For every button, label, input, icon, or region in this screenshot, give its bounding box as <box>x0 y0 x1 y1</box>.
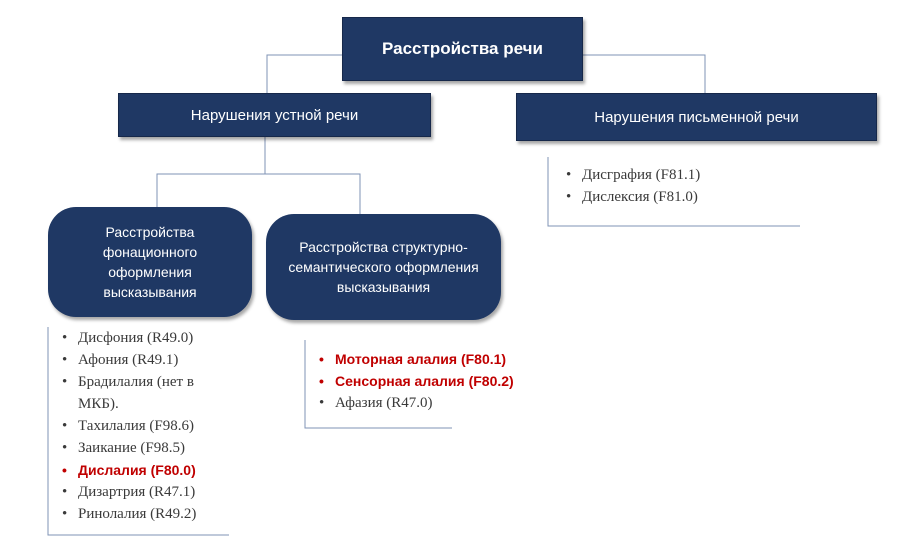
bracket-written-list <box>547 157 800 227</box>
list-item: Брадилалия (нет в МКБ). <box>62 371 232 415</box>
structural-node-line: высказывания <box>336 279 431 295</box>
list-item: Дислексия (F81.0) <box>566 186 806 208</box>
list-item: Заикание (F98.5) <box>62 437 232 459</box>
structural-disorders-list: Моторная алалия (F80.1)Сенсорная алалия … <box>319 348 559 414</box>
phonation-disorders-list: Дисфония (R49.0)Афония (R49.1)Брадилалия… <box>62 327 232 525</box>
structural-node-line: семантического оформления <box>288 259 479 275</box>
bracket-structural-list <box>304 340 452 429</box>
list-item: Дисграфия (F81.1) <box>566 164 806 186</box>
root-node-label: Расстройства речи <box>382 39 543 58</box>
bracket-phonation-list <box>47 327 229 536</box>
node-written-speech-disorders: Нарушения письменной речи <box>516 93 877 141</box>
phonation-node-line: Расстройства <box>105 224 195 240</box>
list-item: Тахилалия (F98.6) <box>62 415 232 437</box>
list-item: Сенсорная алалия (F80.2) <box>319 370 559 392</box>
connector-oral-split <box>156 173 361 214</box>
oral-node-label: Нарушения устной речи <box>190 106 359 124</box>
list-item: Дислалия (F80.0) <box>62 459 232 481</box>
list-item: Афония (R49.1) <box>62 349 232 371</box>
connector-root-oral <box>266 54 342 93</box>
phonation-node-line: оформления <box>108 264 192 280</box>
written-disorders-list: Дисграфия (F81.1)Дислексия (F81.0) <box>566 164 806 208</box>
node-phonation-disorders: Расстройства фонационного оформления выс… <box>48 207 252 317</box>
phonation-node-line: фонационного <box>102 244 198 260</box>
node-structural-semantic-disorders: Расстройства структурно- семантического … <box>266 214 501 320</box>
root-node-speech-disorders: Расстройства речи <box>342 17 583 81</box>
written-node-label: Нарушения письменной речи <box>594 108 799 126</box>
list-item: Моторная алалия (F80.1) <box>319 348 559 370</box>
node-oral-speech-disorders: Нарушения устной речи <box>118 93 431 137</box>
list-item: Афазия (R47.0) <box>319 392 559 414</box>
list-item: Ринолалия (R49.2) <box>62 503 232 525</box>
list-item: Дизартрия (R47.1) <box>62 481 232 503</box>
structural-node-line: Расстройства структурно- <box>299 239 468 255</box>
phonation-node-line: высказывания <box>103 284 197 300</box>
list-item: Дисфония (R49.0) <box>62 327 232 349</box>
connector-root-written <box>583 54 706 93</box>
